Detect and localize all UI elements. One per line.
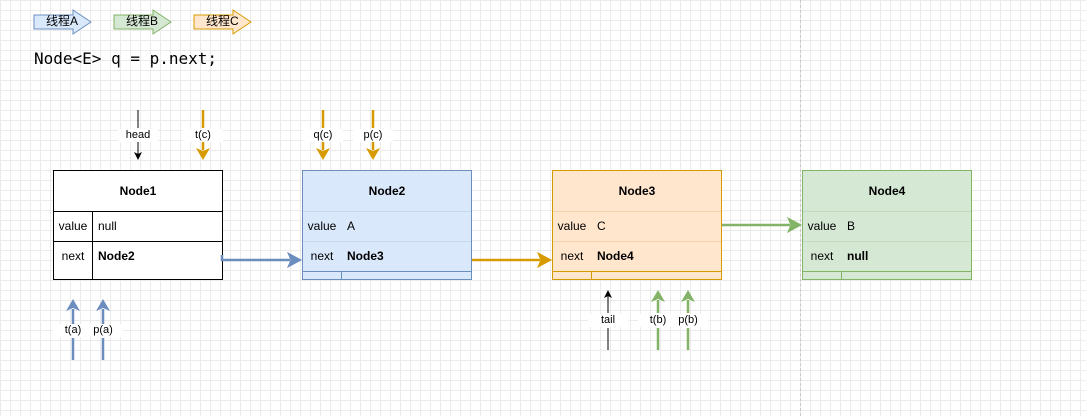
q-c-pointer-label: q(c)	[303, 129, 343, 142]
node-2-value-row: value A	[303, 211, 471, 241]
node-4-value-row: value B	[803, 211, 971, 241]
node-1-title: Node1	[119, 184, 157, 198]
legend-thread-c-label: 线程C	[206, 14, 239, 28]
node-4-divider	[803, 241, 971, 242]
legend-thread-c: 线程C	[193, 9, 255, 35]
p-b-pointer-arrow	[681, 290, 695, 350]
node-4-divider	[803, 271, 971, 272]
page-divider	[800, 0, 801, 416]
legend-thread-a-label: 线程A	[46, 14, 79, 28]
node-2-value-key: value	[307, 219, 337, 233]
node-4-next-key: next	[810, 249, 834, 263]
node-2-divider	[303, 271, 471, 272]
code-line: Node<E> q = p.next;	[34, 49, 218, 68]
node-2-title: Node2	[368, 184, 406, 198]
legend-thread-a-arrow-icon	[33, 9, 92, 35]
tail-pointer-arrow	[604, 290, 612, 350]
node-4-title: Node4	[868, 184, 906, 198]
node-3-title: Node3	[618, 184, 656, 198]
node-3-value-key: value	[557, 219, 587, 233]
legend-thread-b: 线程B	[113, 9, 175, 35]
head-pointer-label: head	[118, 129, 158, 142]
edge-node3-to-node4	[722, 216, 803, 234]
node-4[interactable]: Node4 value B next null	[802, 170, 972, 280]
node-3-next-key: next	[560, 249, 584, 263]
node-1-column-divider	[92, 211, 93, 280]
node-3-divider	[553, 271, 721, 272]
node-1-divider	[54, 241, 222, 242]
node-3-divider	[553, 241, 721, 242]
node-3-column-divider	[591, 271, 592, 280]
node-4-next-row: next null	[803, 241, 971, 271]
node-4-column-divider	[841, 271, 842, 280]
node-3-value: C	[597, 219, 606, 233]
node-1-value-row: value null	[54, 211, 222, 241]
node-3-next: Node4	[597, 249, 634, 263]
node-3[interactable]: Node3 value C next Node4	[552, 170, 722, 280]
node-1-value: null	[98, 219, 117, 233]
p-a-pointer-arrow	[96, 299, 110, 360]
tail-pointer-label: tail	[588, 314, 628, 327]
head-pointer-arrow	[134, 110, 142, 160]
node-2-column-divider	[341, 271, 342, 280]
node-3-value-row: value C	[553, 211, 721, 241]
p-b-pointer-label: p(b)	[668, 314, 708, 327]
node-1-next-key: next	[61, 249, 85, 263]
node-2-value: A	[347, 219, 356, 233]
node-2-next-row: next Node3	[303, 241, 471, 271]
node-1[interactable]: Node1 value null next Node2	[53, 170, 223, 280]
node-4-next: null	[847, 249, 869, 263]
node-1-divider	[54, 211, 222, 212]
node-2[interactable]: Node2 value A next Node3	[302, 170, 472, 280]
node-4-value-key: value	[807, 219, 837, 233]
t-c-pointer-label: t(c)	[183, 129, 223, 142]
p-c-pointer-label: p(c)	[353, 129, 393, 142]
node-4-divider	[803, 211, 971, 212]
edge-node2-to-node3	[472, 251, 553, 269]
q-c-pointer-arrow	[316, 110, 330, 160]
node-3-divider	[553, 211, 721, 212]
legend-thread-a: 线程A	[33, 9, 95, 35]
node-2-divider	[303, 241, 471, 242]
t-c-pointer-arrow	[196, 110, 210, 160]
legend-thread-c-arrow-icon	[193, 9, 252, 35]
node-2-divider	[303, 211, 471, 212]
node-3-next-row: next Node4	[553, 241, 721, 271]
t-a-pointer-arrow	[66, 299, 80, 360]
node-4-value: B	[847, 219, 856, 233]
p-c-pointer-arrow	[366, 110, 380, 160]
legend-thread-b-label: 线程B	[126, 14, 159, 28]
node-2-next-key: next	[310, 249, 334, 263]
t-b-pointer-arrow	[651, 290, 665, 350]
p-a-pointer-label: p(a)	[83, 324, 123, 337]
node-2-next: Node3	[347, 249, 384, 263]
node-1-value-key: value	[58, 219, 88, 233]
edge-node1-to-node2	[220, 251, 303, 269]
node-1-next-row: next Node2	[54, 241, 222, 271]
node-1-next: Node2	[98, 249, 135, 263]
legend-thread-b-arrow-icon	[113, 9, 172, 35]
